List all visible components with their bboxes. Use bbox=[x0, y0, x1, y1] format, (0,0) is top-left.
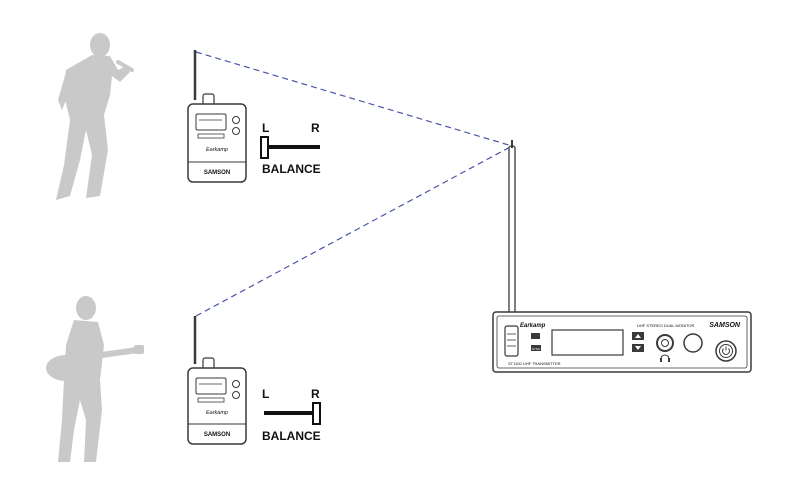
receiver-display bbox=[195, 113, 227, 131]
balance-right-label: R bbox=[311, 387, 320, 401]
headphone-icon bbox=[660, 354, 670, 361]
balance-left-label: L bbox=[262, 387, 269, 401]
transmitter-indicator bbox=[531, 333, 540, 339]
down-arrow-icon bbox=[635, 346, 641, 350]
receiver-logo: SAMSON bbox=[204, 170, 230, 176]
singer-figure bbox=[56, 33, 130, 200]
power-icon bbox=[722, 348, 730, 355]
balance-marker-left bbox=[260, 136, 269, 159]
volume-knob-transmitter bbox=[683, 333, 703, 353]
transmitter-model-label: ST1100 UHF TRANSMITTER bbox=[508, 361, 561, 366]
receiver-button bbox=[232, 380, 240, 388]
transmitter-unit: Earkamp ST1100 UHF TRANSMITTER UHF STERE… bbox=[492, 140, 752, 373]
signal-line-top bbox=[195, 51, 513, 147]
transmitter-brand-mark: Earkamp bbox=[520, 323, 546, 329]
receiver-button bbox=[232, 116, 240, 124]
balance-right-label: R bbox=[311, 121, 320, 135]
transmitter-antenna bbox=[508, 145, 516, 331]
sync-label: SYNC bbox=[532, 347, 541, 351]
balance-left-label: L bbox=[262, 121, 269, 135]
receiver-brand: Earkamp bbox=[206, 410, 228, 416]
balance-caption: BALANCE bbox=[262, 162, 321, 176]
balance-marker-right bbox=[312, 402, 321, 425]
microphone bbox=[116, 60, 134, 72]
receiver-button bbox=[232, 391, 240, 399]
transmitter-logo: SAMSON bbox=[709, 322, 741, 329]
balance-indicator-bottom: L R BALANCE bbox=[262, 387, 321, 443]
up-arrow-icon bbox=[635, 334, 641, 338]
receiver-display bbox=[195, 377, 227, 395]
bodypack-receiver-top: Earkamp SAMSON bbox=[187, 50, 247, 183]
receiver-button bbox=[232, 127, 240, 135]
guitarist-figure bbox=[46, 296, 144, 462]
transmitter-product-line: UHF STEREO DUAL MONITOR bbox=[637, 323, 694, 328]
receiver-logo: SAMSON bbox=[204, 432, 230, 438]
balance-indicator-top: L R BALANCE bbox=[260, 121, 321, 176]
balance-caption: BALANCE bbox=[262, 429, 321, 443]
antenna-connector bbox=[504, 325, 519, 357]
bodypack-receiver-bottom: Earkamp SAMSON bbox=[187, 316, 247, 445]
sync-button bbox=[531, 345, 541, 351]
transmitter-display bbox=[551, 329, 624, 356]
receiver-brand: Earkamp bbox=[206, 147, 228, 153]
